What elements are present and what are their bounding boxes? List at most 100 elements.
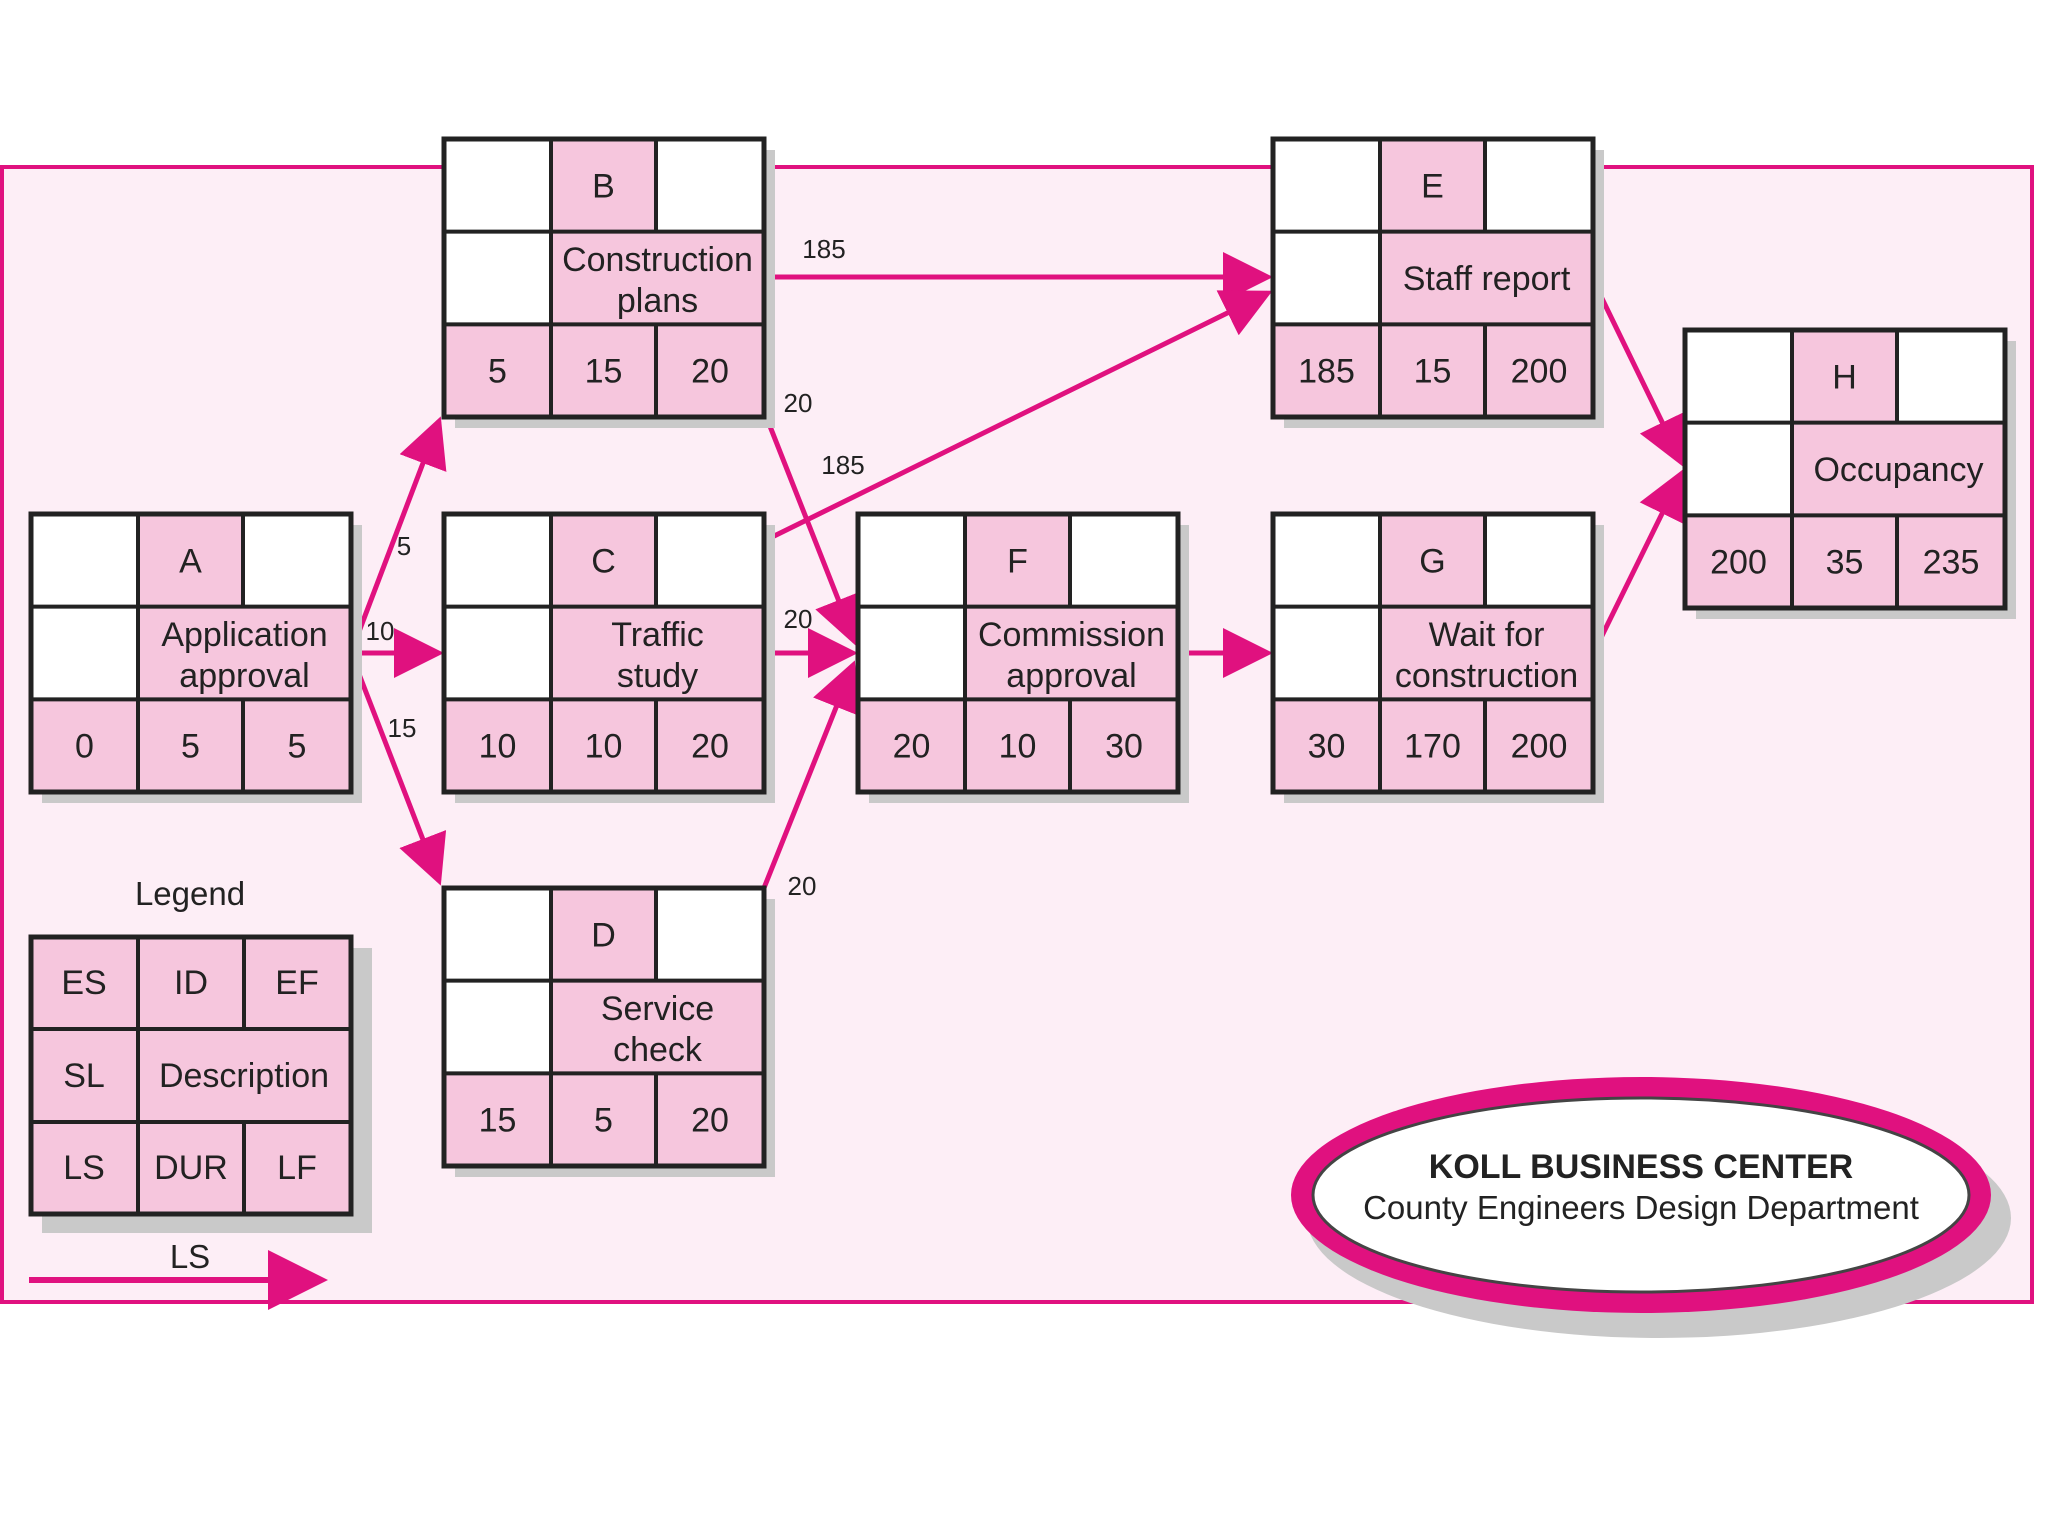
edge-label-A-B: 5 [397,531,411,561]
node-duration: 10 [585,728,623,766]
node-es: 185 [1298,353,1355,391]
edge-label-B-E: 185 [802,234,845,264]
legend-es: ES [61,964,106,1002]
node-cell-sl [1273,231,1380,325]
node-cell-ef [656,139,764,232]
node-cell-es [444,139,551,232]
node-description: Traffic [611,616,704,654]
node-cell-es [1685,330,1792,423]
legend-lf: LF [277,1149,317,1187]
node-cell-sl [444,980,551,1074]
edge-label-C-E: 185 [821,450,864,480]
node-description: Staff report [1403,260,1571,298]
node-id: E [1421,167,1444,205]
edge-C-E [762,290,1273,544]
node-ef: 30 [1105,728,1143,766]
legend-box [28,934,354,1217]
legend-ls: LS [63,1149,105,1187]
node-ef: 235 [1923,544,1980,582]
node-cell-es [1273,514,1380,607]
node-es: 200 [1710,544,1767,582]
node-cell-es [31,514,138,607]
edge-E-H [1590,278,1685,468]
node-description: check [613,1031,703,1069]
node-description: study [617,657,698,695]
edge-layer: 5 10 15 185 20 185 20 20 [349,234,1685,901]
legend-arrow-label: LS [170,1238,210,1275]
node-cell-es [444,888,551,981]
edge-G-H [1590,468,1685,656]
node-cell-sl [1273,606,1380,700]
edge-B-F [761,410,862,647]
node-description: Commission [978,616,1165,654]
node-duration: 5 [594,1102,613,1140]
node-duration: 170 [1404,728,1461,766]
node-cell-ef [656,514,764,607]
node-cell-sl [31,606,138,700]
node-description: approval [1006,657,1136,695]
node-description: plans [617,282,698,320]
edge-A-B [349,416,447,651]
node-cell-es [1273,139,1380,232]
node-description: Service [601,990,714,1028]
node-id: D [591,916,616,954]
node-cell-sl [444,606,551,700]
node-border [1270,511,1596,795]
node-es: 20 [893,728,931,766]
edge-A-D [349,655,447,886]
node-id: G [1419,542,1445,580]
title-badge-face [1311,1096,1971,1294]
node-description: Occupancy [1813,451,1983,489]
node-cell-ef [1485,514,1593,607]
legend-title: Legend [135,875,245,912]
node-cell-es [858,514,965,607]
node-border [441,511,767,795]
edge-label-B-F: 20 [784,388,813,418]
node-border [441,136,767,420]
node-description: Construction [562,241,753,279]
node-duration: 35 [1826,544,1864,582]
node-ef: 200 [1511,728,1568,766]
edge-label-C-F: 20 [784,604,813,634]
edge-D-F [761,660,860,889]
node-cell-sl [1685,422,1792,516]
node-ef: 20 [691,1102,729,1140]
node-duration: 10 [999,728,1037,766]
node-cell-ef [243,514,351,607]
legend-dur: DUR [154,1149,228,1187]
legend-description: Description [159,1057,329,1095]
node-border [1270,136,1596,420]
node-duration: 5 [181,728,200,766]
node-ef: 200 [1511,353,1568,391]
edge-label-A-D: 15 [388,713,417,743]
title-badge-line2: County Engineers Design Department [1363,1189,1919,1226]
node-cell-sl [444,231,551,325]
node-id: C [591,542,616,580]
node-id: B [592,167,615,205]
node-border [1682,327,2008,611]
legend: Legend ES ID EF SL Description LS DUR LF… [28,875,372,1310]
node-description: construction [1395,657,1578,695]
edge-label-A-C: 10 [366,616,395,646]
node-description: Application [161,616,327,654]
node-cell-ef [1897,330,2005,423]
node-id: F [1007,542,1028,580]
node-description: approval [179,657,309,695]
node-es: 10 [479,728,517,766]
node-H: H Occupancy 200 35 235 [1682,327,2016,619]
legend-id: ID [174,964,208,1002]
node-es: 0 [75,728,94,766]
legend-sl: SL [63,1057,105,1095]
node-id: A [179,542,202,580]
node-border [855,511,1181,795]
node-cell-sl [858,606,965,700]
legend-ef: EF [275,964,318,1002]
node-id: H [1832,358,1857,396]
